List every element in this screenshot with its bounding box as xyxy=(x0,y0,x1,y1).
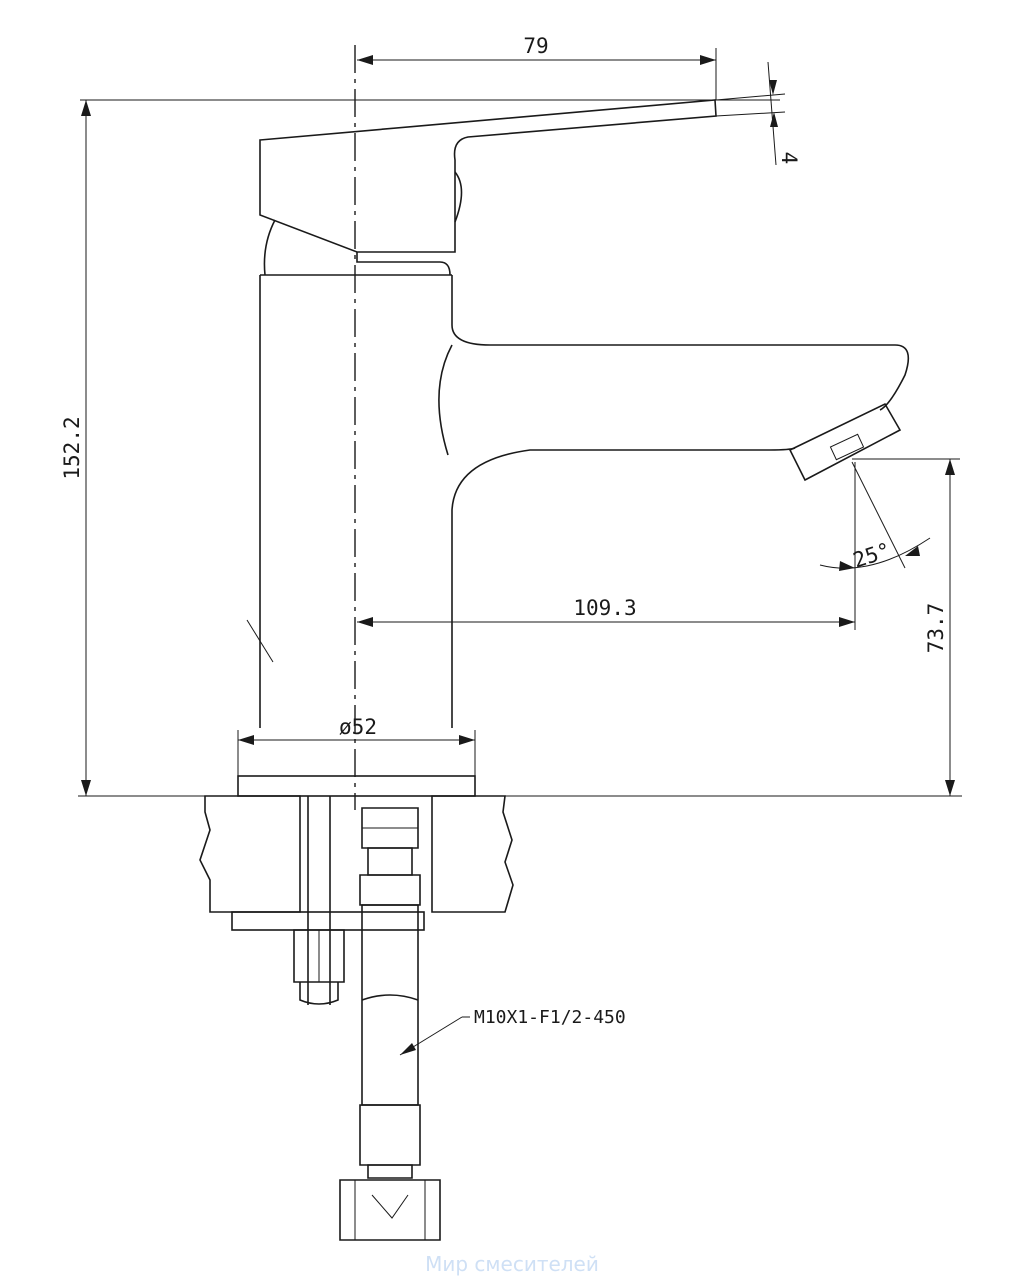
dimension-lever-tilt: 4 xyxy=(715,61,801,166)
dimension-spout-height: 73.7 xyxy=(852,458,960,796)
total-height-label: 152.2 xyxy=(60,416,84,479)
base-plate xyxy=(237,775,476,797)
dimension-total-height: 152.2 xyxy=(60,100,91,796)
mounting-stud xyxy=(231,796,425,1005)
flexible-hose xyxy=(339,807,441,1241)
dimension-aerator-angle: 25° xyxy=(819,461,931,573)
hose-callout: M10X1-F1/2-450 xyxy=(399,1007,626,1056)
spout-height-label: 73.7 xyxy=(924,603,948,654)
lever-reach-label: 79 xyxy=(523,34,548,58)
base-diameter-label: ø52 xyxy=(339,715,377,739)
dimension-base-diameter: ø52 xyxy=(237,715,476,776)
hose-callout-label: M10X1-F1/2-450 xyxy=(474,1007,626,1028)
watermark: Мир смесителей xyxy=(425,1252,599,1276)
lever-tilt-label: 4 xyxy=(777,152,801,165)
spout-reach-label: 109.3 xyxy=(573,596,636,620)
faucet-body xyxy=(246,99,910,728)
dimension-spout-reach: 109.3 xyxy=(357,462,856,630)
aerator-angle-label: 25° xyxy=(850,538,893,573)
dimension-lever-reach: 79 xyxy=(357,34,717,100)
countertop-section xyxy=(199,795,514,913)
